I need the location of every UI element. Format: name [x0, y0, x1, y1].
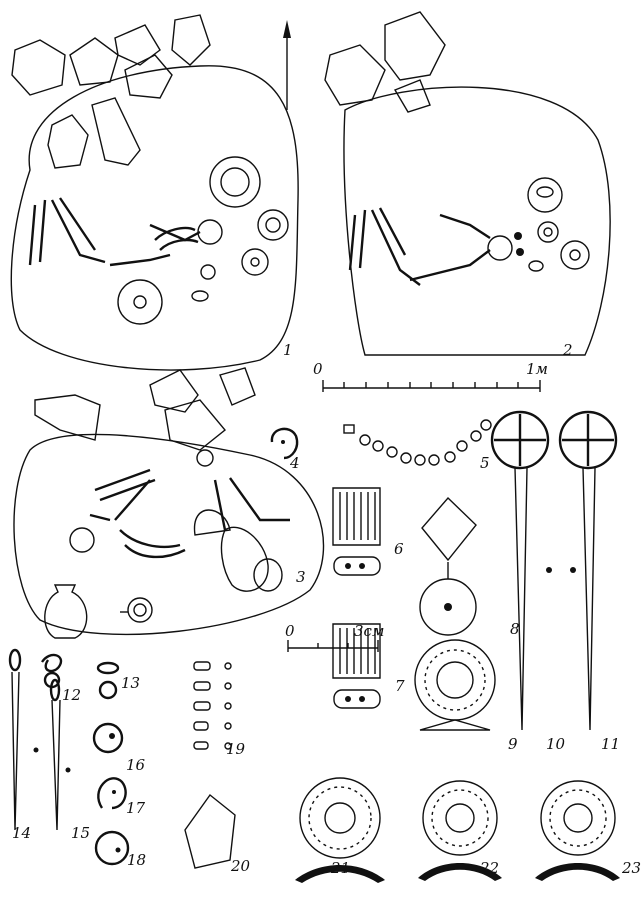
disc-item-23: [535, 780, 620, 881]
plaque-item-7: [332, 623, 381, 709]
grave-3-drawing: [13, 367, 325, 639]
label-18: 18: [127, 851, 147, 869]
bracelet-item-4: [270, 427, 299, 460]
ring-item-13: [96, 661, 120, 700]
ring-item-18: [94, 830, 130, 866]
label-15: 15: [71, 824, 91, 842]
grave-1-drawing: [10, 14, 299, 371]
disc-item-9: [414, 639, 496, 731]
ring-item-16: [92, 722, 124, 754]
scale-small-start: 0: [285, 622, 295, 640]
disc-item-21: [295, 777, 385, 883]
label-9: 9: [508, 735, 518, 753]
label-8: 8: [510, 620, 520, 638]
label-19: 19: [226, 740, 246, 758]
pin-item-15: [49, 678, 71, 831]
label-1: 1: [283, 341, 293, 359]
label-7: 7: [395, 677, 405, 695]
plaque-item-6: [332, 487, 381, 576]
disc-item-22: [418, 780, 502, 881]
label-23: 23: [622, 859, 642, 877]
pin-item-14: [8, 648, 39, 831]
scale-small-end: 3см: [354, 622, 385, 640]
label-20: 20: [231, 857, 251, 875]
grave-2-drawing: [324, 11, 611, 356]
beads-item-19: [193, 661, 232, 750]
label-4: 4: [290, 454, 300, 472]
label-3: 3: [296, 568, 306, 586]
label-13: 13: [121, 674, 141, 692]
scale-large-start: 0: [313, 360, 323, 378]
label-6: 6: [394, 540, 404, 558]
label-2: 2: [563, 341, 573, 359]
pin-item-10: [490, 410, 552, 731]
label-21: 21: [331, 859, 351, 877]
label-11: 11: [601, 735, 621, 753]
pin-item-11: [558, 410, 618, 731]
label-16: 16: [126, 756, 146, 774]
spindle-whorl-item-20: [184, 793, 236, 869]
ring-item-17: [97, 777, 127, 810]
label-10: 10: [546, 735, 566, 753]
label-12: 12: [62, 686, 82, 704]
label-5: 5: [480, 454, 490, 472]
label-14: 14: [12, 824, 32, 842]
scale-bar-1m: [322, 380, 541, 392]
label-17: 17: [126, 799, 146, 817]
label-22: 22: [480, 859, 500, 877]
north-arrow: [283, 20, 291, 110]
scale-large-end: 1м: [526, 360, 548, 378]
scale-bar-3cm: [287, 640, 379, 652]
spindle-whorl-item-8: [419, 496, 477, 636]
bead-necklace-item-5: [343, 419, 492, 466]
